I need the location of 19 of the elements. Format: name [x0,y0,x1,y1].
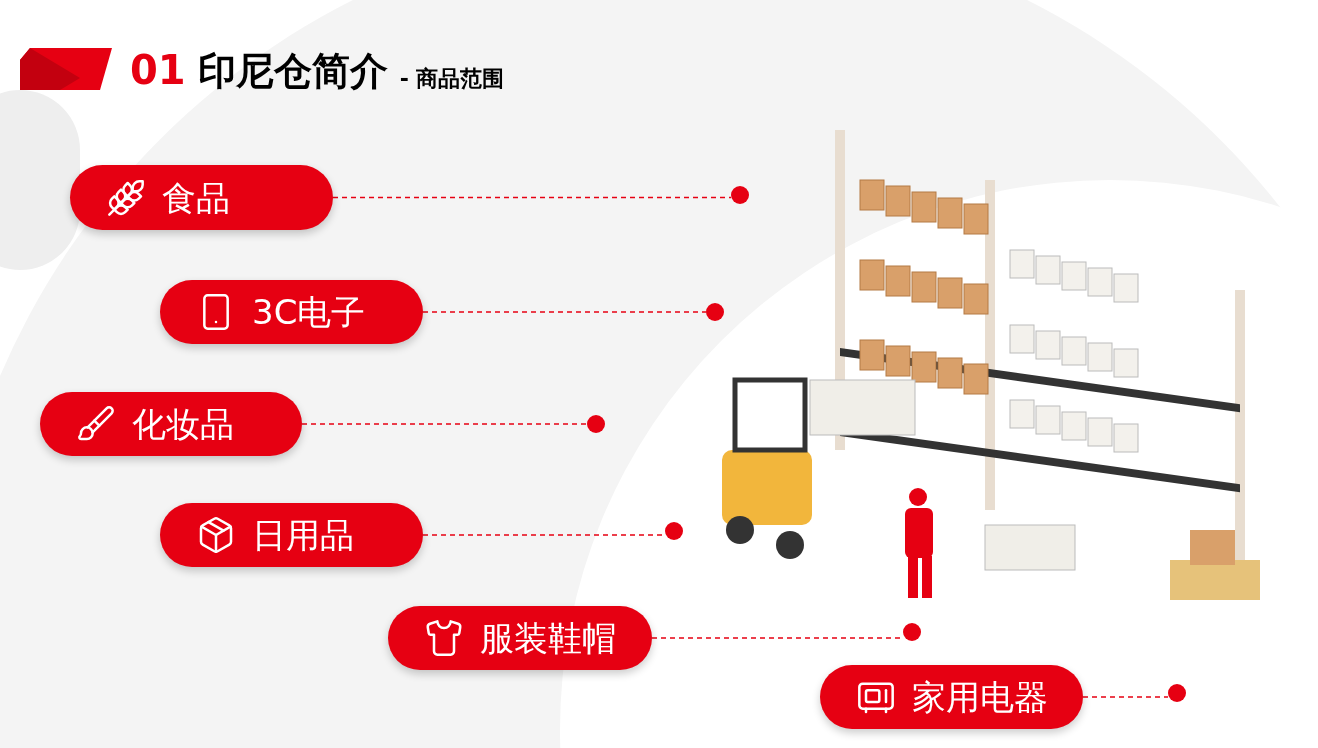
category-label: 家用电器 [912,680,1048,714]
category-label: 化妆品 [132,407,234,441]
dashed-connector [332,196,732,199]
page-title: 印尼仓简介 [197,52,388,90]
category-pill [160,503,423,567]
category-pill [40,392,302,456]
dashed-connector [1082,696,1169,698]
category-label: 3C电子 [252,295,366,329]
category-pill [160,280,423,344]
dashed-connector [422,311,707,313]
category-pill [388,606,652,670]
category-pill [820,665,1083,729]
section-number: 01 [130,50,186,90]
category-label: 服装鞋帽 [480,621,616,655]
category-label: 日用品 [252,518,354,552]
page-subtitle: - 商品范围 [399,68,505,90]
category-pill [70,165,333,230]
dashed-connector [301,423,588,425]
category-label: 食品 [162,180,230,215]
